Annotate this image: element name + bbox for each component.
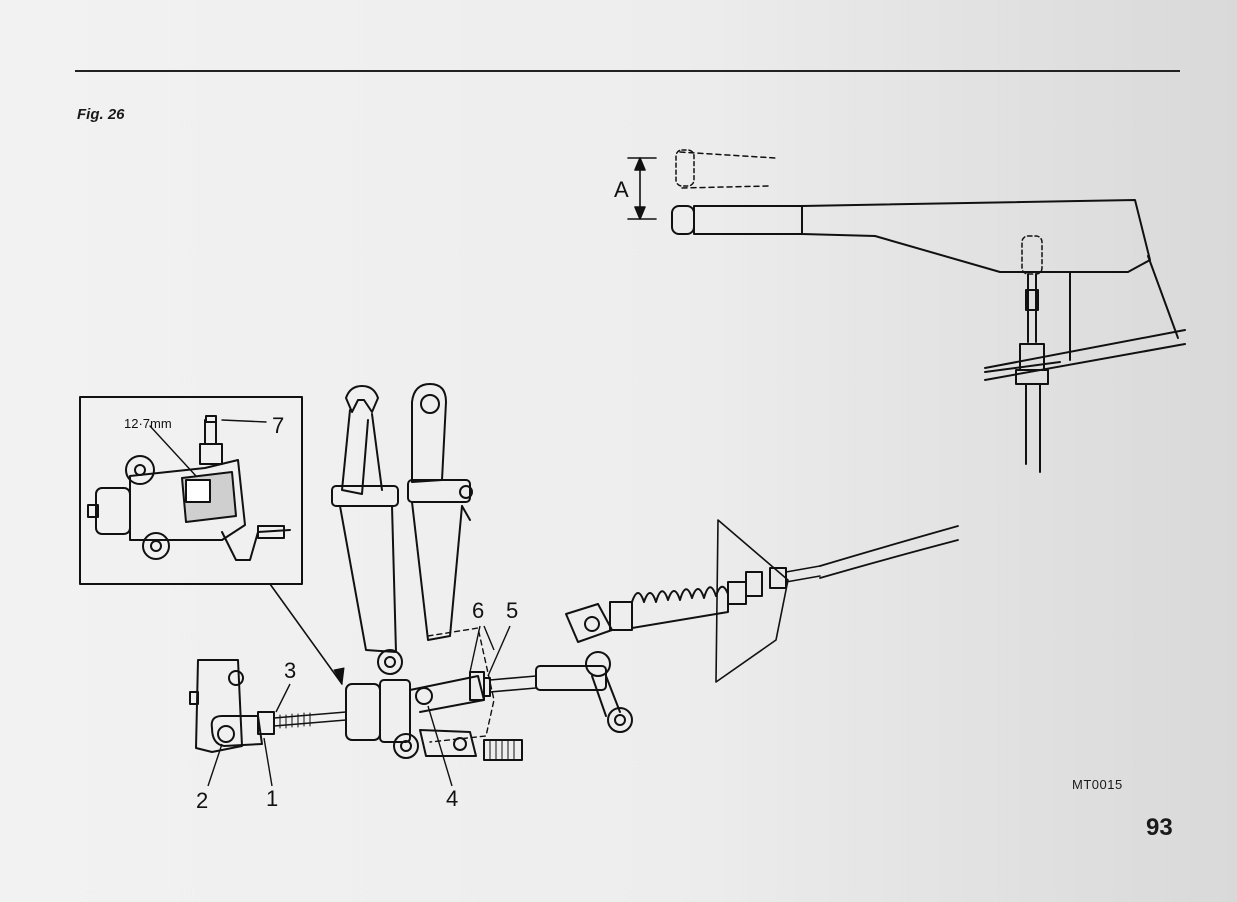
handbrake-lever [671, 149, 1186, 473]
dimension-a-arrow [627, 157, 657, 220]
inset-frame [79, 396, 303, 585]
compensator-detail [87, 415, 291, 561]
label-6: 6 [472, 598, 484, 623]
figure-label: Fig. 26 [77, 106, 125, 123]
cross-shaft [189, 627, 537, 761]
figure-code: MT0015 [1072, 777, 1123, 792]
pedal-levers [331, 383, 473, 653]
header-rule [75, 70, 1180, 72]
label-dimension: 12·7mm [124, 416, 172, 431]
inset-leader [269, 583, 343, 685]
label-7: 7 [272, 413, 284, 438]
cable-linkage [535, 519, 959, 733]
label-2: 2 [196, 788, 208, 813]
label-a: A [614, 177, 629, 202]
label-1: 1 [266, 786, 278, 811]
label-5: 5 [506, 598, 518, 623]
label-3: 3 [284, 658, 296, 683]
page-number: 93 [1146, 814, 1173, 841]
label-4: 4 [446, 786, 458, 811]
